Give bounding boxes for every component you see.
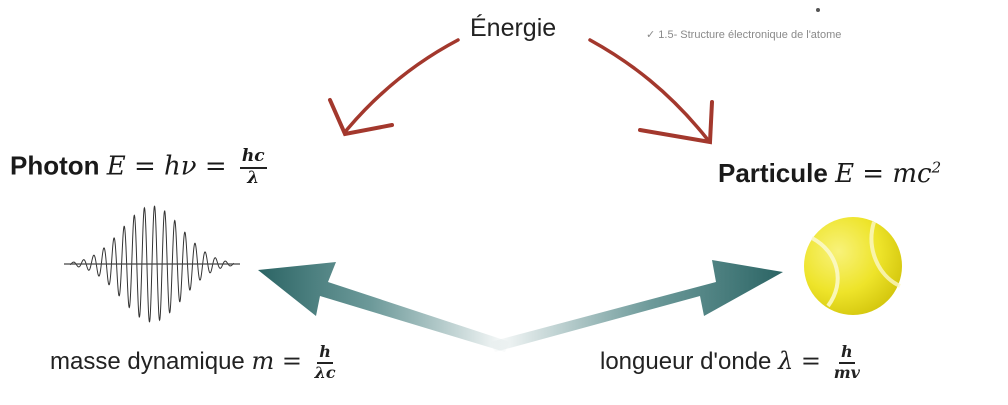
photon-equation: E = hν = xyxy=(106,151,227,182)
bullet-dot xyxy=(816,8,820,12)
tennis-ball-icon xyxy=(804,217,902,315)
onde-label: longueur d'onde xyxy=(600,348,772,376)
energy-title: Énergie xyxy=(470,14,557,42)
masse-formula: masse dynamique m = h λc xyxy=(50,343,336,382)
particule-equation: E = mc xyxy=(835,159,932,189)
wave-packet-icon xyxy=(64,205,240,323)
particule-exponent: 2 xyxy=(931,158,942,177)
masse-label: masse dynamique xyxy=(50,348,245,376)
photon-frac-num: hc xyxy=(239,147,267,169)
masse-equation: m = xyxy=(251,347,302,376)
masse-frac-den: λc xyxy=(314,362,336,382)
particule-label: Particule xyxy=(718,158,828,188)
onde-frac-den: mv xyxy=(833,362,860,382)
onde-equation: λ = xyxy=(778,347,822,376)
onde-fraction: h mv xyxy=(833,343,860,382)
arrow-to-ball xyxy=(490,260,783,352)
photon-formula: Photon E = hν = hc λ xyxy=(10,147,267,188)
photon-label: Photon xyxy=(10,150,100,181)
photon-fraction: hc λ xyxy=(239,147,267,188)
arrow-to-photon xyxy=(328,38,460,137)
masse-fraction: h λc xyxy=(314,343,336,382)
arrow-to-particule xyxy=(588,38,714,145)
masse-frac-num: h xyxy=(317,343,333,364)
photon-frac-den: λ xyxy=(247,167,260,188)
particule-formula: Particule E = mc2 xyxy=(718,158,941,189)
breadcrumb: ✓ 1.5- Structure électronique de l'atome xyxy=(646,29,842,41)
onde-frac-num: h xyxy=(839,343,855,364)
onde-formula: longueur d'onde λ = h mv xyxy=(600,343,860,382)
arrow-to-wave xyxy=(258,262,510,352)
